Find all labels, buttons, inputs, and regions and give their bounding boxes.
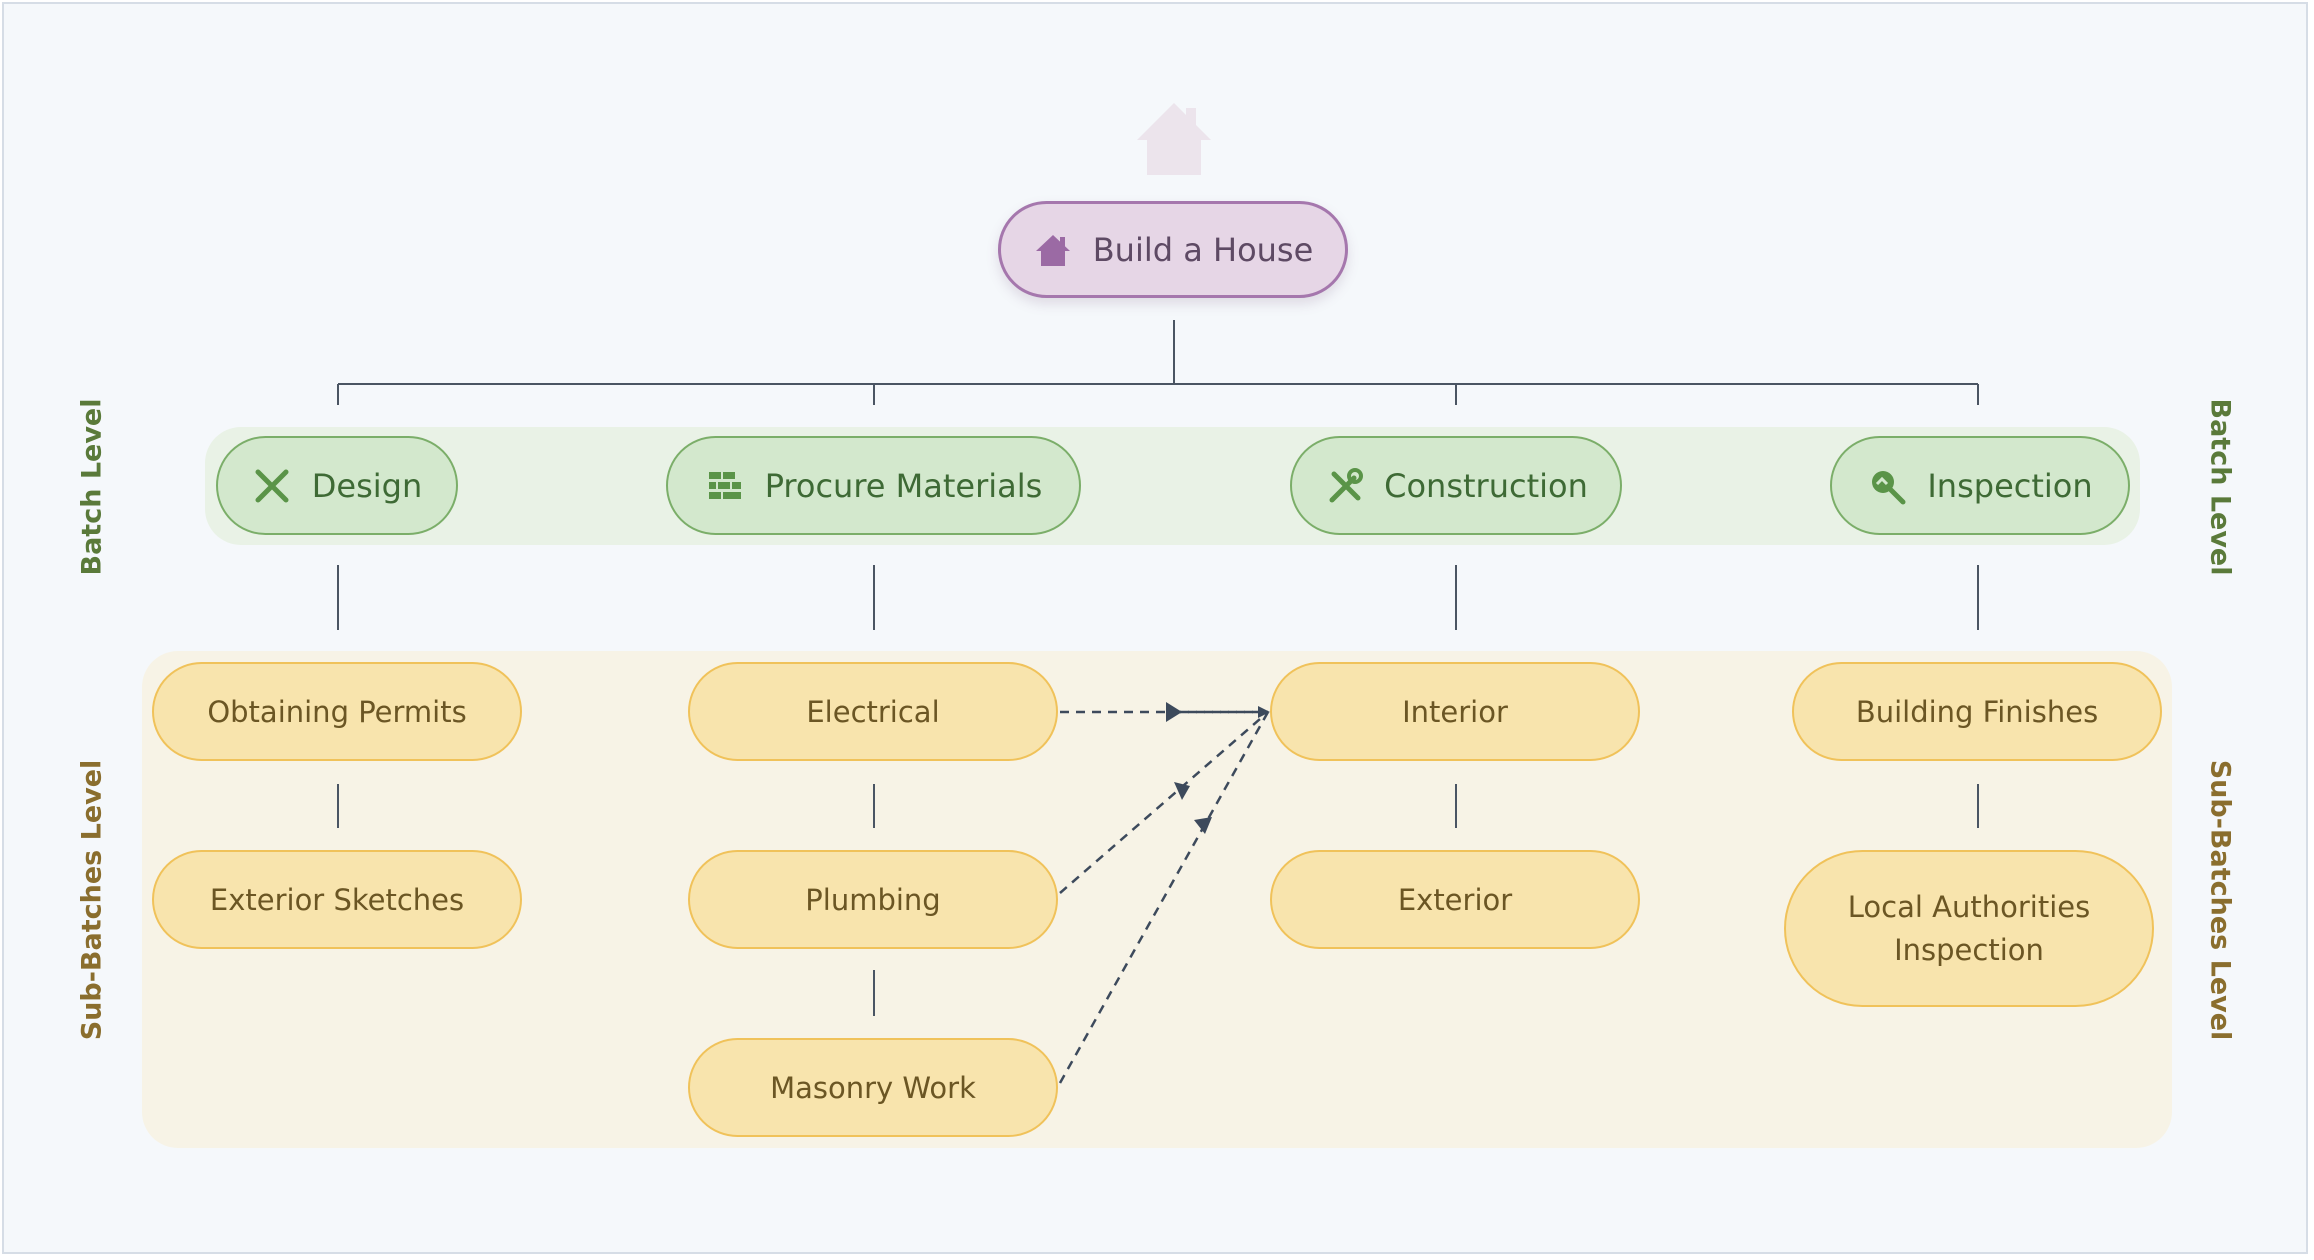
batch-label: Procure Materials <box>764 466 1043 505</box>
sub-label: Interior <box>1402 694 1508 729</box>
sub-label: Exterior Sketches <box>209 882 465 917</box>
batch-label: Inspection <box>1927 466 2093 505</box>
root-label: Build a House <box>1092 230 1314 269</box>
batch-node-design[interactable]: Design <box>216 436 458 535</box>
watermark-house-icon <box>1137 103 1211 175</box>
batch-level-band <box>205 427 2140 545</box>
side-label-sub-batches-level-left: Sub-Batches Level <box>76 759 108 1041</box>
side-label-batch-level-left: Batch Level <box>76 398 108 576</box>
sub-label: Building Finishes <box>1855 694 2099 729</box>
dependency-arrowhead <box>1174 782 1190 800</box>
sub-node-local-authorities-inspection[interactable]: Local Authorities Inspection <box>1784 850 2154 1007</box>
batch-label: Construction <box>1384 466 1588 505</box>
batch-node-construction[interactable]: Construction <box>1290 436 1622 535</box>
house-icon <box>1033 230 1073 270</box>
sub-node-masonry-work[interactable]: Masonry Work <box>688 1038 1058 1137</box>
sub-node-interior[interactable]: Interior <box>1270 662 1640 761</box>
batch-node-procure-materials[interactable]: Procure Materials <box>666 436 1081 535</box>
sub-node-plumbing[interactable]: Plumbing <box>688 850 1058 949</box>
sub-node-exterior-sketches[interactable]: Exterior Sketches <box>152 850 522 949</box>
root-node-build-a-house[interactable]: Build a House <box>998 201 1348 298</box>
dependency-masonry-interior <box>1058 711 1270 1084</box>
magnifier-icon <box>1867 466 1907 506</box>
sub-node-building-finishes[interactable]: Building Finishes <box>1792 662 2162 761</box>
dependency-plumbing-interior <box>1059 711 1269 894</box>
sub-label: Electrical <box>806 694 940 729</box>
side-label-sub-batches-level-right: Sub-Batches Level <box>2204 759 2236 1041</box>
sub-label: Local Authorities Inspection <box>1847 890 2091 967</box>
sub-node-electrical[interactable]: Electrical <box>688 662 1058 761</box>
sub-label: Exterior <box>1397 882 1513 917</box>
sub-node-obtaining-permits[interactable]: Obtaining Permits <box>152 662 522 761</box>
sub-node-exterior[interactable]: Exterior <box>1270 850 1640 949</box>
batch-label: Design <box>311 466 423 505</box>
pencil-ruler-icon <box>252 466 292 506</box>
bricks-icon <box>705 466 745 506</box>
batch-node-inspection[interactable]: Inspection <box>1830 436 2130 535</box>
sub-label: Obtaining Permits <box>207 694 467 729</box>
dependency-arrowhead <box>1166 702 1182 722</box>
tools-icon <box>1324 466 1364 506</box>
sub-label: Plumbing <box>805 882 941 917</box>
sub-label: Masonry Work <box>770 1070 976 1105</box>
dependency-arrowhead <box>1194 817 1212 834</box>
side-label-batch-level-right: Batch Level <box>2204 398 2236 576</box>
